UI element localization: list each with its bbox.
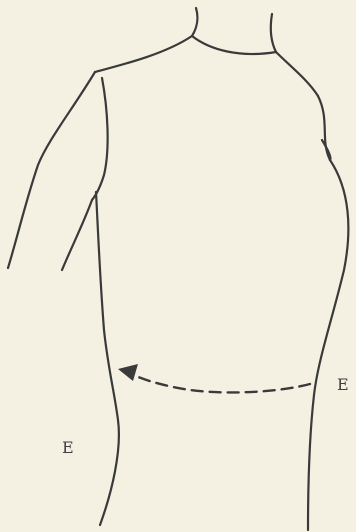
measure-end-label: E (337, 377, 349, 393)
waist-side-label: E (62, 440, 74, 456)
left-arm-inner-outline (92, 78, 108, 200)
left-armpit-outline (62, 200, 92, 270)
neckline-outline (192, 8, 276, 54)
right-body-outline (308, 160, 348, 530)
right-shoulder-outline (276, 52, 318, 96)
arrowhead-left-icon (118, 364, 138, 381)
left-arm-outer-outline (8, 72, 95, 268)
left-body-outline (96, 192, 119, 525)
left-shoulder-outline (95, 36, 192, 72)
waist-measurement-line (136, 376, 310, 392)
neck-right-outline (271, 14, 276, 52)
